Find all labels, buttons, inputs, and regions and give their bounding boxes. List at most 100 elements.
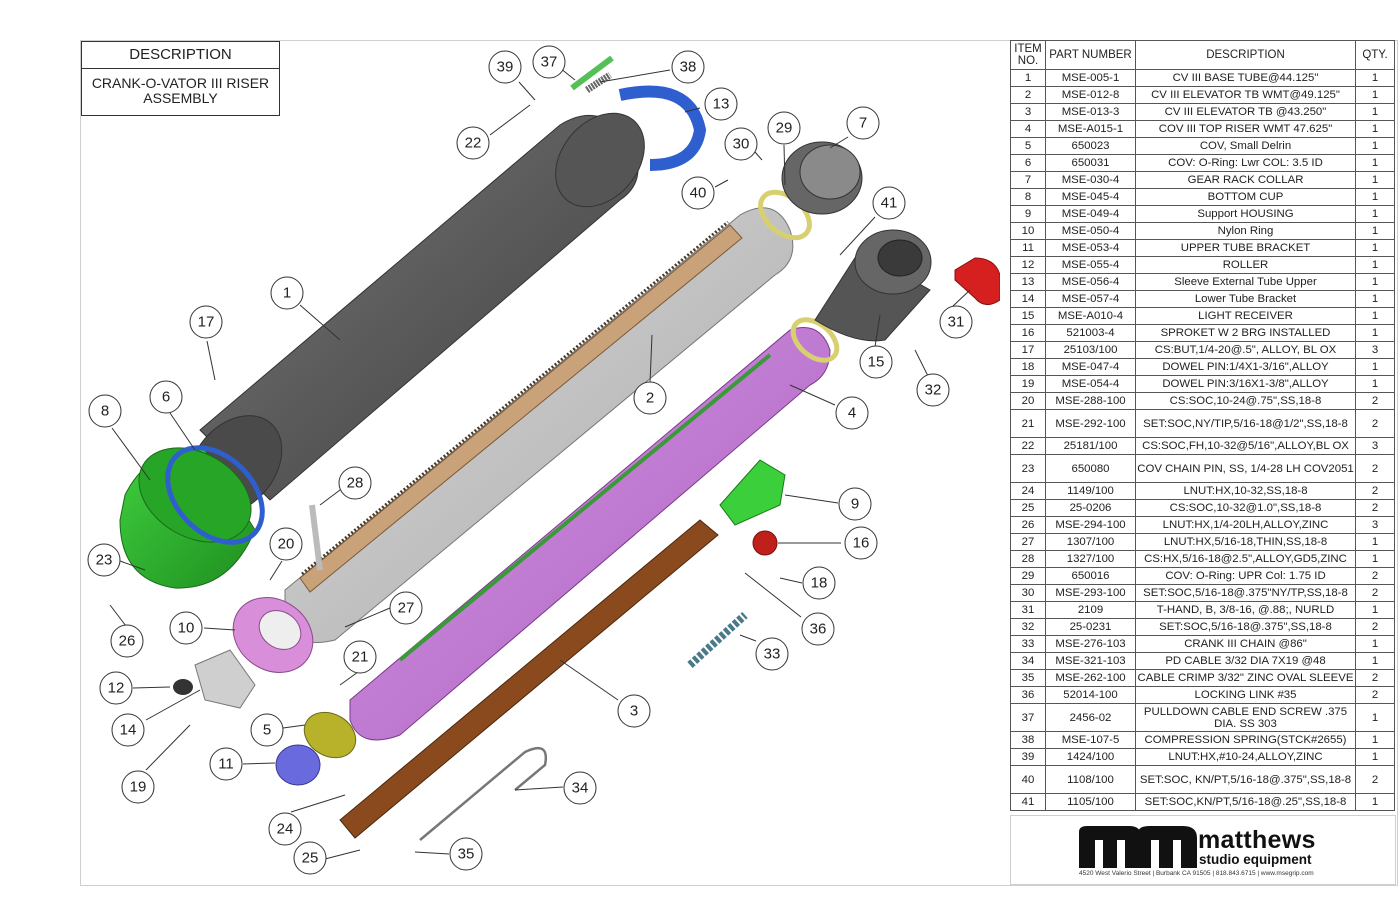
part-upper-tube-bracket xyxy=(275,744,321,786)
bom-cell-qty: 1 xyxy=(1355,550,1395,568)
bom-cell-item: 11 xyxy=(1010,239,1046,257)
svg-text:10: 10 xyxy=(178,620,195,637)
svg-text:22: 22 xyxy=(465,135,482,152)
bom-header-part: PART NUMBER xyxy=(1045,40,1136,70)
balloon-6: 6 xyxy=(149,380,183,414)
svg-text:31: 31 xyxy=(948,314,965,331)
part-bolt xyxy=(309,504,323,571)
bom-cell-part: 1424/100 xyxy=(1045,748,1136,766)
balloon-21: 21 xyxy=(343,640,377,674)
bom-cell-part: MSE-045-4 xyxy=(1045,188,1136,206)
balloon-41: 41 xyxy=(872,186,906,220)
bom-cell-description: LNUT:HX,5/16-18,THIN,SS,18-8 xyxy=(1135,533,1356,551)
part-roller xyxy=(173,679,193,695)
bom-cell-item: 4 xyxy=(1010,120,1046,138)
company-logo-block: matthews studio equipment 4520 West Vale… xyxy=(1010,815,1396,885)
bom-cell-qty: 2 xyxy=(1355,765,1395,794)
bom-cell-item: 35 xyxy=(1010,669,1046,687)
svg-text:19: 19 xyxy=(130,779,147,796)
part-cable xyxy=(419,746,548,841)
part-sprocket xyxy=(752,530,778,556)
bom-cell-qty: 2 xyxy=(1355,499,1395,517)
bom-cell-item: 7 xyxy=(1010,171,1046,189)
bom-cell-item: 40 xyxy=(1010,765,1046,794)
bom-cell-part: MSE-A010-4 xyxy=(1045,307,1136,325)
bom-cell-part: MSE-056-4 xyxy=(1045,273,1136,291)
exploded-assembly-drawing: 1 2 3 4 5 6 7 8 9 10 11 12 13 14 15 16 1… xyxy=(87,45,1000,875)
svg-text:35: 35 xyxy=(458,846,475,863)
balloon-16: 16 xyxy=(844,526,878,560)
bom-cell-description: PULLDOWN CABLE END SCREW .375 DIA. SS 30… xyxy=(1135,703,1356,732)
svg-text:2: 2 xyxy=(646,390,654,407)
svg-text:30: 30 xyxy=(733,136,750,153)
svg-text:37: 37 xyxy=(541,54,558,71)
bom-cell-description: SET:SOC,NY/TIP,5/16-18@1/2",SS,18-8 xyxy=(1135,409,1356,438)
balloon-2: 2 xyxy=(633,381,667,415)
bom-cell-description: CRANK III CHAIN @86" xyxy=(1135,635,1356,653)
svg-text:3: 3 xyxy=(630,703,638,720)
bom-header-row: ITEM NO. PART NUMBER DESCRIPTION QTY. xyxy=(1010,40,1395,70)
part-elevator-tube xyxy=(284,207,794,643)
bom-cell-part: 25-0206 xyxy=(1045,499,1136,517)
part-light-receiver xyxy=(814,229,932,342)
bom-cell-description: DOWEL PIN:3/16X1-3/8",ALLOY xyxy=(1135,375,1356,393)
bom-cell-item: 1 xyxy=(1010,69,1046,87)
balloon-31: 31 xyxy=(939,305,973,339)
bom-cell-qty: 1 xyxy=(1355,731,1395,749)
svg-text:36: 36 xyxy=(810,621,827,638)
svg-text:14: 14 xyxy=(120,722,137,739)
balloon-5: 5 xyxy=(250,713,284,747)
bom-cell-part: MSE-293-100 xyxy=(1045,584,1136,602)
part-pulldown-screw xyxy=(570,55,614,91)
bom-cell-part: MSE-288-100 xyxy=(1045,392,1136,410)
bom-cell-item: 25 xyxy=(1010,499,1046,517)
svg-text:33: 33 xyxy=(764,646,781,663)
bom-cell-qty: 1 xyxy=(1355,137,1395,155)
bom-cell-part: 52014-100 xyxy=(1045,686,1136,704)
bom-cell-qty: 1 xyxy=(1355,69,1395,87)
part-chain xyxy=(687,612,748,668)
bom-cell-item: 23 xyxy=(1010,454,1046,483)
part-t-handle xyxy=(954,257,1000,305)
bom-cell-part: MSE-A015-1 xyxy=(1045,120,1136,138)
balloon-40: 40 xyxy=(681,176,715,210)
svg-text:32: 32 xyxy=(925,382,942,399)
bom-cell-description: Lower Tube Bracket xyxy=(1135,290,1356,308)
balloon-15: 15 xyxy=(859,345,893,379)
bom-cell-part: MSE-055-4 xyxy=(1045,256,1136,274)
bom-cell-part: 1149/100 xyxy=(1045,482,1136,500)
balloon-18: 18 xyxy=(802,566,836,600)
bom-cell-qty: 1 xyxy=(1355,533,1395,551)
svg-text:16: 16 xyxy=(853,535,870,552)
bom-cell-description: LOCKING LINK #35 xyxy=(1135,686,1356,704)
bom-cell-qty: 2 xyxy=(1355,618,1395,636)
leader-lines xyxy=(109,67,971,860)
bom-cell-description: COMPRESSION SPRING(STCK#2655) xyxy=(1135,731,1356,749)
bom-cell-description: CS:SOC,FH,10-32@5/16",ALLOY,BL OX xyxy=(1135,437,1356,455)
bom-cell-qty: 1 xyxy=(1355,375,1395,393)
bom-cell-item: 18 xyxy=(1010,358,1046,376)
balloon-26: 26 xyxy=(110,624,144,658)
balloon-38: 38 xyxy=(671,50,705,84)
svg-text:40: 40 xyxy=(690,185,707,202)
bom-cell-item: 24 xyxy=(1010,482,1046,500)
bom-cell-description: COV CHAIN PIN, SS, 1/4-28 LH COV2051 xyxy=(1135,454,1356,483)
balloon-36: 36 xyxy=(801,612,835,646)
balloon-11: 11 xyxy=(209,747,243,781)
bom-cell-qty: 2 xyxy=(1355,482,1395,500)
svg-text:11: 11 xyxy=(218,756,234,773)
bom-cell-qty: 3 xyxy=(1355,437,1395,455)
part-delrin xyxy=(303,711,357,759)
bom-cell-item: 37 xyxy=(1010,703,1046,732)
part-rack-bar xyxy=(339,519,719,839)
svg-text:23: 23 xyxy=(96,552,113,569)
bom-cell-part: 650023 xyxy=(1045,137,1136,155)
